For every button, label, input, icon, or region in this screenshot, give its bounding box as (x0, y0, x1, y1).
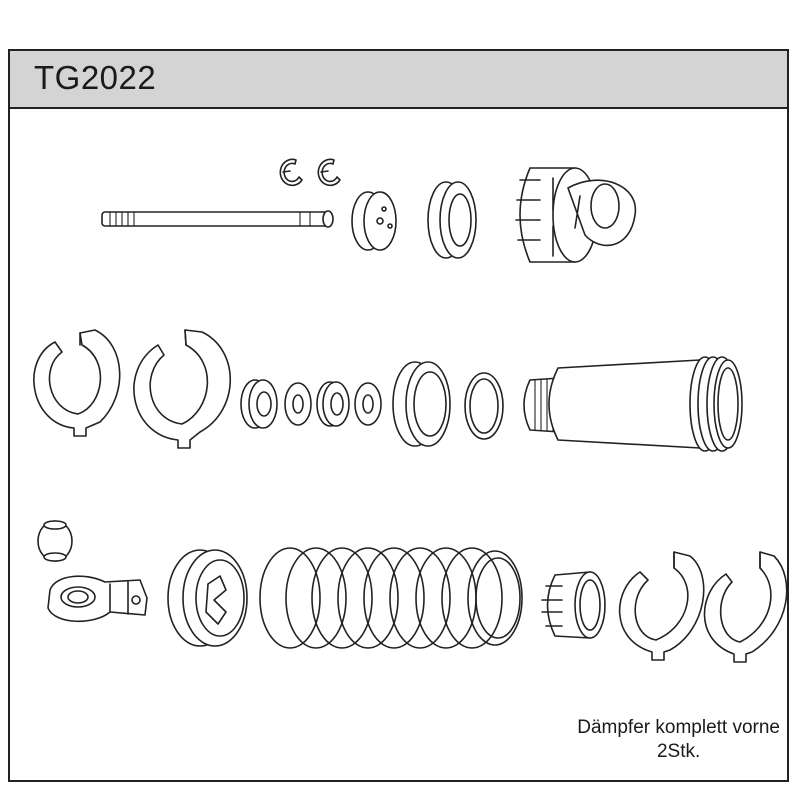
spring-icon (259, 547, 523, 649)
spacer-clip-icon (133, 329, 231, 449)
shaft-seal-icon (392, 361, 451, 447)
pivot-ball-icon (37, 520, 73, 562)
piston-icon (351, 191, 397, 251)
shock-body-icon (523, 356, 743, 452)
e-clip-icon (279, 158, 303, 187)
header-bar: TG2022 (10, 51, 787, 109)
piston-icon (240, 379, 278, 429)
o-ring-icon (464, 372, 504, 440)
e-clip-icon (317, 158, 341, 187)
piston-icon (316, 381, 350, 427)
spacer-clip-icon (618, 551, 705, 661)
o-ring-icon (284, 382, 312, 426)
shock-cap-icon (515, 167, 637, 263)
adjuster-nut-icon (541, 571, 606, 639)
caption-line-1: Dämpfer komplett vorne (577, 717, 780, 738)
spacer-clip-icon (703, 551, 788, 663)
part-number: TG2022 (34, 59, 157, 96)
caption-line-2: 2Stk. (656, 741, 701, 762)
rod-end-icon (47, 575, 148, 623)
o-ring-icon (354, 382, 382, 426)
shock-shaft-icon (101, 210, 334, 228)
caption: Dämpfer komplett vorne 2Stk. (577, 716, 780, 764)
spacer-clip-icon (33, 329, 121, 437)
shaft-seal-icon (427, 181, 477, 259)
spring-retainer-icon (167, 549, 248, 647)
